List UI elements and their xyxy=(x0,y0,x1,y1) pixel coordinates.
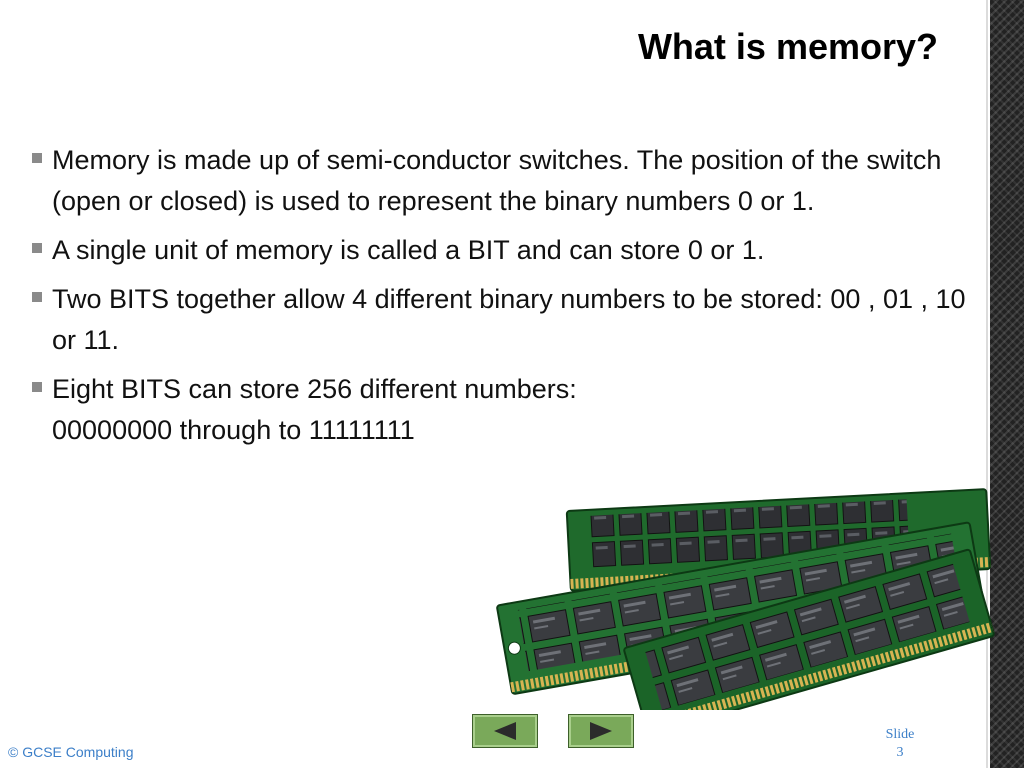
decorative-side-strip xyxy=(986,0,1024,768)
triangle-left-icon xyxy=(494,722,516,740)
ram-modules-image xyxy=(496,488,995,710)
bullet-marker-icon xyxy=(32,292,42,302)
bullet-item-3: Two BITS together allow 4 different bina… xyxy=(30,279,980,361)
bullet-text-4-line2: 00000000 through to 11111111 xyxy=(52,415,415,445)
previous-slide-button[interactable] xyxy=(472,714,538,748)
bullet-text-2: A single unit of memory is called a BIT … xyxy=(52,235,765,265)
slide-number: Slide 3 xyxy=(872,726,928,762)
bullet-item-1: Memory is made up of semi-conductor swit… xyxy=(30,140,980,222)
bullet-text-3: Two BITS together allow 4 different bina… xyxy=(52,284,966,355)
bullet-marker-icon xyxy=(32,153,42,163)
slide-number-label: Slide xyxy=(885,727,915,742)
triangle-right-icon xyxy=(590,722,612,740)
next-slide-button[interactable] xyxy=(568,714,634,748)
bullet-text-1: Memory is made up of semi-conductor swit… xyxy=(52,145,942,216)
bullet-text-4: Eight BITS can store 256 different numbe… xyxy=(52,374,577,404)
bullet-marker-icon xyxy=(32,382,42,392)
slide-number-value: 3 xyxy=(896,745,904,760)
bullet-item-2: A single unit of memory is called a BIT … xyxy=(30,230,980,271)
slide-title: What is memory? xyxy=(637,26,938,67)
copyright-footer: © GCSE Computing xyxy=(8,744,134,760)
bullet-item-4: Eight BITS can store 256 different numbe… xyxy=(30,369,980,451)
ram-module-front xyxy=(623,548,995,710)
bullet-marker-icon xyxy=(32,243,42,253)
bullet-list: Memory is made up of semi-conductor swit… xyxy=(30,140,980,459)
